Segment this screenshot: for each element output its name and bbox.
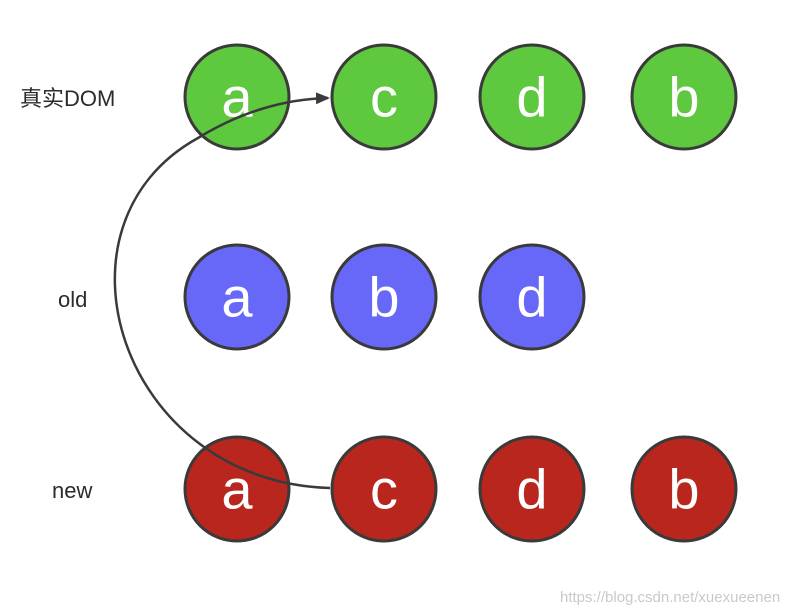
label-old: old [58, 287, 87, 312]
old-node-letter: d [516, 266, 547, 329]
new-node: d [478, 435, 586, 543]
real-dom-node: d [478, 43, 586, 151]
real-dom-node-letter: a [221, 66, 253, 129]
old-node: a [183, 243, 291, 351]
old-node-letter: a [221, 266, 253, 329]
new-node-letter: d [516, 458, 547, 521]
row-old: a b d [183, 243, 586, 351]
row-new: a c d b [183, 435, 738, 543]
new-node: c [330, 435, 438, 543]
old-node: d [478, 243, 586, 351]
real-dom-node: a [183, 43, 291, 151]
real-dom-node-letter: b [668, 66, 699, 129]
new-node: b [630, 435, 738, 543]
label-new: new [52, 478, 92, 503]
new-node: a [183, 435, 291, 543]
label-real-dom: 真实DOM [20, 86, 115, 111]
row-real-dom: a c d b [183, 43, 738, 151]
watermark-text: https://blog.csdn.net/xuexueenen [560, 589, 780, 606]
real-dom-node: c [330, 43, 438, 151]
real-dom-node: b [630, 43, 738, 151]
real-dom-node-letter: c [370, 66, 398, 129]
new-node-letter: b [668, 458, 699, 521]
new-node-letter: c [370, 458, 398, 521]
real-dom-node-letter: d [516, 66, 547, 129]
move-arrow [113, 92, 331, 490]
old-node: b [330, 243, 438, 351]
old-node-letter: b [368, 266, 399, 329]
